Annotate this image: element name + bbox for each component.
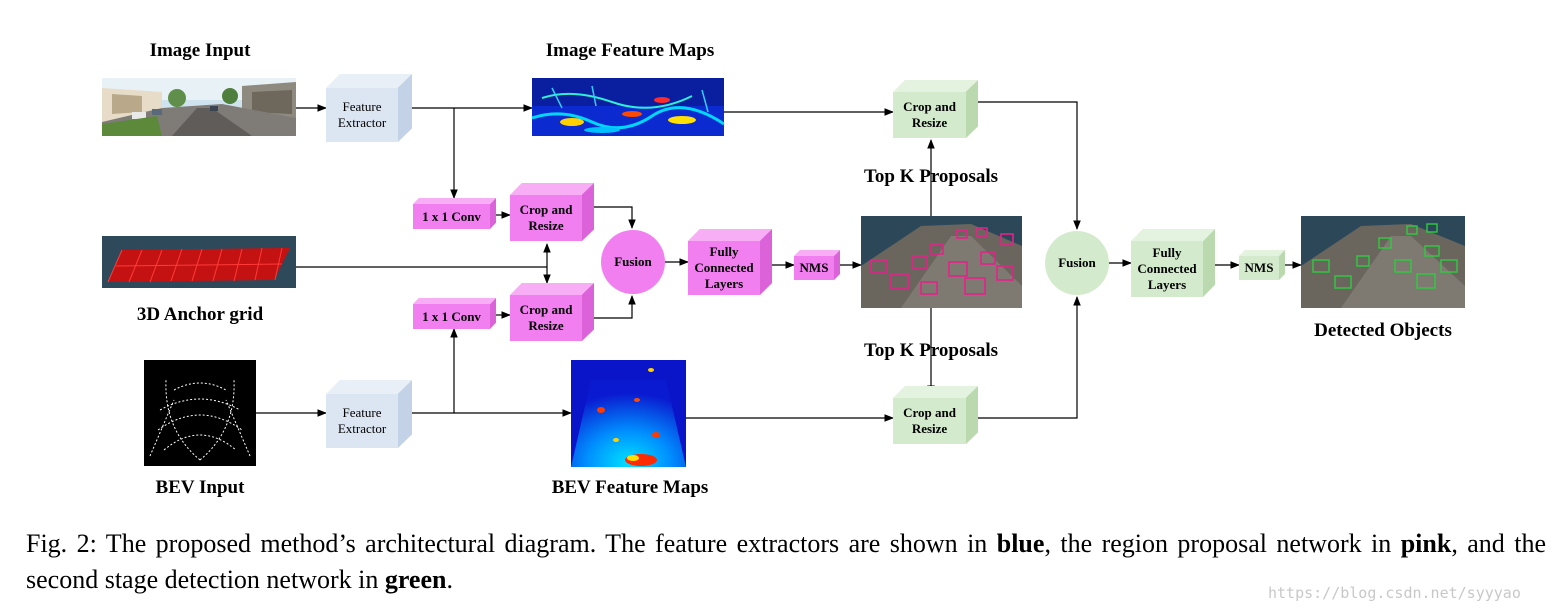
caption-green-word: green [384, 565, 447, 594]
crop-resize-green-bottom-text: Crop and Resize [893, 398, 966, 444]
arrow-crop-green-top-to-fusion [978, 101, 1081, 230]
feature-extractor-top-text: Feature Extractor [326, 88, 398, 142]
caption-blue-word: blue [996, 529, 1045, 558]
crop-resize-green-top-text: Crop and Resize [893, 92, 966, 138]
feature-extractor-bottom-block: Feature Extractor [326, 380, 412, 448]
crop-resize-pink-bottom-text: Crop and Resize [510, 295, 582, 341]
feature-extractor-bottom-text: Feature Extractor [326, 394, 398, 448]
caption-middle-2: , and the second stage detection network… [26, 529, 1546, 594]
anchor-grid-image [102, 236, 296, 288]
crop-resize-pink-bottom-block: Crop and Resize [510, 283, 594, 341]
image-input-label: Image Input [149, 40, 251, 61]
arrow-crop-green-bottom-to-fusion [978, 296, 1081, 419]
anchor-grid-label: 3D Anchor grid [136, 304, 264, 325]
crop-resize-green-bottom-block: Crop and Resize [893, 386, 978, 444]
feature-extractor-top-block: Feature Extractor [326, 74, 412, 142]
caption-middle-1: , the region proposal network in [1044, 529, 1401, 558]
fully-connected-pink-block: Fully Connected Layers [688, 229, 772, 295]
bev-feature-maps-label: BEV Feature Maps [551, 477, 709, 498]
arrow-crop-top-to-fusion [594, 206, 636, 229]
fusion-green-circle: Fusion [1045, 231, 1109, 295]
fusion-pink-circle: Fusion [601, 230, 665, 294]
caption-suffix: . [446, 565, 453, 594]
bev-feature-maps-heatmap [571, 360, 686, 467]
fully-connected-green-block: Fully Connected Layers [1131, 229, 1215, 297]
fully-connected-green-text: Fully Connected Layers [1131, 241, 1203, 297]
conv-top-text: 1 x 1 Conv [413, 204, 490, 229]
image-feature-maps-label: Image Feature Maps [545, 40, 715, 61]
conv-bottom-text: 1 x 1 Conv [413, 304, 490, 329]
caption-pink-word: pink [1400, 529, 1452, 558]
conv-top-block: 1 x 1 Conv [413, 198, 496, 229]
crop-resize-green-top-block: Crop and Resize [893, 80, 978, 138]
conv-bottom-block: 1 x 1 Conv [413, 298, 496, 329]
fully-connected-pink-text: Fully Connected Layers [688, 241, 760, 295]
top-k-proposals-upper-label: Top K Proposals [863, 166, 999, 187]
arrow-crop-bottom-to-fusion [594, 295, 636, 319]
crop-resize-pink-top-block: Crop and Resize [510, 183, 594, 241]
nms-pink-block: NMS [794, 250, 840, 280]
figure-caption: Fig. 2: The proposed method’s architectu… [26, 526, 1546, 598]
bev-input-image [144, 360, 256, 466]
crop-resize-pink-top-text: Crop and Resize [510, 195, 582, 241]
top-k-proposals-lower-label: Top K Proposals [863, 340, 999, 361]
nms-green-block: NMS [1239, 250, 1285, 280]
nms-pink-text: NMS [794, 256, 834, 280]
top-k-proposals-image [861, 216, 1022, 308]
detected-objects-label: Detected Objects [1314, 320, 1452, 341]
watermark-url: https://blog.csdn.net/syyyao [1268, 584, 1521, 602]
caption-prefix: Fig. 2: The proposed method’s architectu… [26, 529, 997, 558]
nms-green-text: NMS [1239, 256, 1279, 280]
detected-objects-image [1301, 216, 1465, 308]
bev-input-label: BEV Input [155, 477, 245, 498]
image-feature-maps-heatmap [532, 78, 724, 136]
image-input-photo [102, 78, 296, 136]
